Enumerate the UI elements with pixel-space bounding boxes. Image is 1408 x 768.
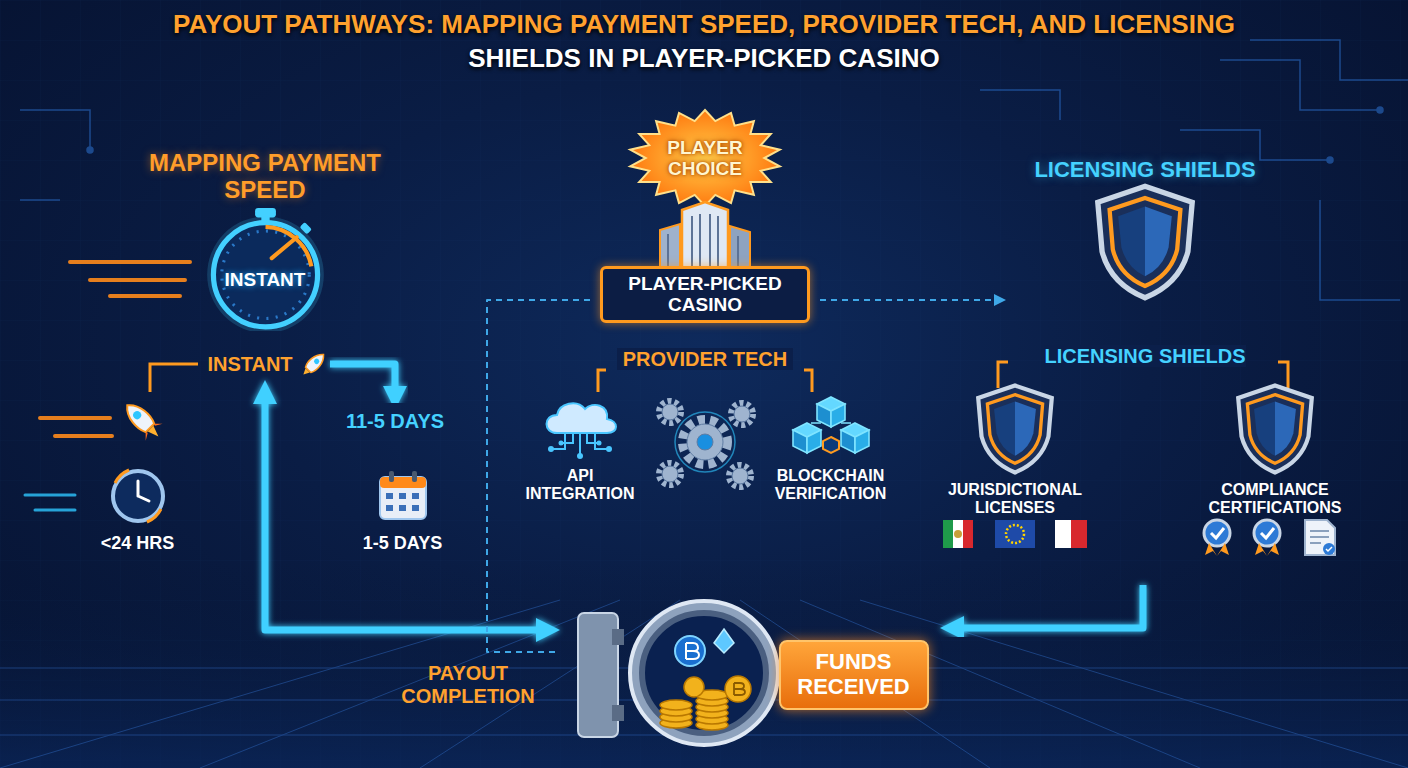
shield-drawing	[973, 383, 1057, 475]
building-drawing	[650, 200, 760, 270]
diagram-node: <24 HRS	[70, 465, 205, 570]
building-icon	[650, 200, 760, 270]
diagram-node: 11-5 DAYS	[335, 410, 455, 440]
overlay-text: INSTANT	[203, 269, 328, 290]
shield-icon	[1233, 383, 1317, 475]
diagram-node: PLAYER CHOICE PLAYER-PICKED CASINO	[590, 108, 820, 344]
node-text: INSTANT	[201, 353, 298, 375]
gears-drawing	[650, 390, 760, 500]
flags-icon	[935, 517, 1095, 551]
node-text: MAPPING PAYMENT SPEED	[140, 148, 390, 206]
calendar-drawing	[372, 465, 434, 527]
flow-arrow	[820, 255, 996, 262]
diagram-node: FUNDS RECEIVED	[560, 590, 940, 760]
calendar-icon	[372, 465, 434, 527]
diagram-node: COMPLIANCE CERTIFICATIONS	[1185, 383, 1365, 583]
cubes-icon	[781, 393, 881, 461]
diagram-node: BLOCKCHAIN VERIFICATION	[758, 393, 903, 523]
diagram-node: PROVIDER TECH API INTEGRATION BLOCKCHAIN V…	[505, 348, 905, 528]
node-text: FUNDS RECEIVED	[779, 640, 929, 709]
cloud-icon	[535, 393, 625, 461]
clock-drawing	[107, 465, 169, 527]
gears-icon	[650, 390, 760, 500]
flow-arrow	[390, 255, 576, 262]
badges-drawing	[1195, 517, 1355, 557]
node-text: <24 HRS	[101, 533, 175, 553]
node-text: 1-5 DAYS	[363, 533, 442, 553]
diagram-node: LICENSING SHIELDS JURISDICTIONAL LICENSES…	[920, 345, 1370, 585]
plain-label: PAYOUT COMPLETION	[378, 662, 558, 708]
node-text: PLAYER-PICKED CASINO	[600, 266, 810, 323]
diagram-title: PAYOUT PATHWAYS: MAPPING PAYMENT SPEED, …	[154, 8, 1254, 76]
node-text: PROVIDER TECH	[617, 348, 793, 370]
diagram-node: 1-5 DAYS	[340, 465, 465, 570]
node-text: COMPLIANCE CERTIFICATIONS	[1185, 481, 1365, 517]
clock-icon	[107, 465, 169, 527]
dashed-connector	[820, 299, 1002, 301]
flow-arrow	[265, 394, 546, 630]
diagram-node: INSTANT	[200, 348, 330, 380]
stopwatch-drawing	[203, 206, 328, 331]
flow-arrow	[954, 585, 1143, 628]
shield-icon	[973, 383, 1057, 475]
flow-arrow	[1140, 318, 1147, 345]
flow-arrow	[330, 364, 395, 396]
shield-drawing	[1090, 183, 1200, 301]
burst-icon: PLAYER CHOICE	[625, 108, 785, 208]
rocket-icon	[299, 349, 329, 379]
diagram-node: LICENSING SHIELDS	[1010, 158, 1280, 318]
node-text: LICENSING SHIELDS	[1044, 345, 1245, 367]
node-text: LICENSING SHIELDS	[1034, 158, 1255, 183]
rocket-drawing	[299, 349, 329, 379]
node-text: API INTEGRATION	[510, 467, 650, 503]
node-text: JURISDICTIONAL LICENSES	[925, 481, 1105, 517]
badges-icon	[1195, 517, 1355, 557]
shield-drawing	[1233, 383, 1317, 475]
diagram-node: API INTEGRATION	[510, 393, 650, 523]
flow-arrow	[702, 528, 709, 576]
overlay-text: PLAYER CHOICE	[653, 137, 757, 180]
flow-arrow	[1105, 427, 1171, 434]
node-text: 11-5 DAYS	[346, 410, 444, 432]
cubes-drawing	[781, 393, 881, 461]
shield-icon	[1090, 183, 1200, 301]
node-text: BLOCKCHAIN VERIFICATION	[758, 467, 903, 503]
cloud-drawing	[535, 393, 625, 461]
stopwatch-icon: INSTANT	[203, 206, 328, 331]
diagram-node: MAPPING PAYMENT SPEED INSTANT	[140, 148, 390, 333]
diagram-node: JURISDICTIONAL LICENSES	[925, 383, 1105, 583]
vault-icon	[572, 593, 787, 758]
flags-drawing	[935, 517, 1095, 551]
vault-drawing	[572, 593, 787, 758]
